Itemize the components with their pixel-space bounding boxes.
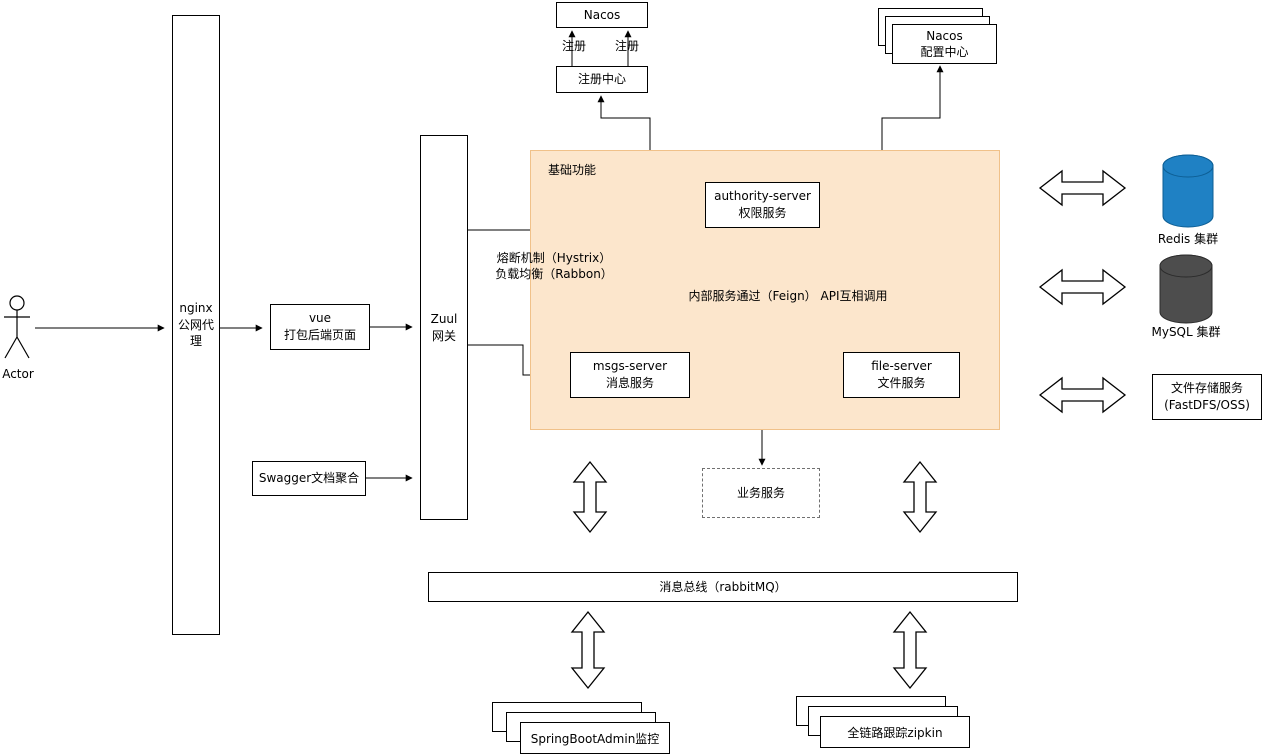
node-nacos: Nacos (556, 2, 648, 28)
double-arrow-area-bus-right (902, 460, 938, 534)
mysql-cylinder-icon (1159, 254, 1213, 324)
actor-label: Actor (2, 367, 34, 381)
node-business-service: 业务服务 (702, 468, 820, 518)
double-arrow-redis (1038, 169, 1127, 207)
redis-label: Redis 集群 (1157, 232, 1219, 246)
node-file-storage: 文件存储服务 (FastDFS/OSS) (1152, 374, 1262, 420)
node-message-bus: 消息总线（rabbitMQ） (428, 572, 1018, 602)
double-arrow-area-bus-left (572, 460, 608, 534)
node-zuul: Zuul 网关 (420, 135, 468, 520)
register-label-left: 注册 (561, 39, 586, 53)
base-function-area-label: 基础功能 (548, 163, 597, 177)
hystrix-note: 熔断机制（Hystrix） 负载均衡（Rabbon） (495, 251, 613, 282)
double-arrow-mysql (1038, 268, 1127, 306)
node-authority-server: authority-server 权限服务 (705, 182, 820, 228)
mysql-label: MySQL 集群 (1151, 325, 1221, 339)
double-arrow-bus-zipkin (892, 610, 928, 690)
node-msgs-server: msgs-server 消息服务 (570, 352, 690, 398)
actor-icon (4, 295, 30, 359)
node-swagger: Swagger文档聚合 (252, 461, 366, 496)
node-nacos-config: Nacos 配置中心 (892, 24, 997, 64)
node-springbootadmin: SpringBootAdmin监控 (520, 722, 670, 754)
register-label-right: 注册 (614, 39, 639, 53)
node-vue: vue 打包后端页面 (270, 304, 370, 350)
double-arrow-storage (1038, 376, 1127, 414)
node-file-server: file-server 文件服务 (843, 352, 960, 398)
node-registry-center: 注册中心 (556, 66, 648, 93)
node-zipkin: 全链路跟踪zipkin (820, 716, 970, 748)
node-nginx: nginx 公网代理 (172, 15, 220, 635)
redis-cylinder-icon (1162, 154, 1214, 228)
feign-note: 内部服务通过（Feign） API互相调用 (688, 289, 888, 303)
arrow-area-to-registry (597, 95, 651, 150)
double-arrow-bus-admin (570, 610, 606, 690)
arrow-area-to-config (881, 65, 944, 150)
